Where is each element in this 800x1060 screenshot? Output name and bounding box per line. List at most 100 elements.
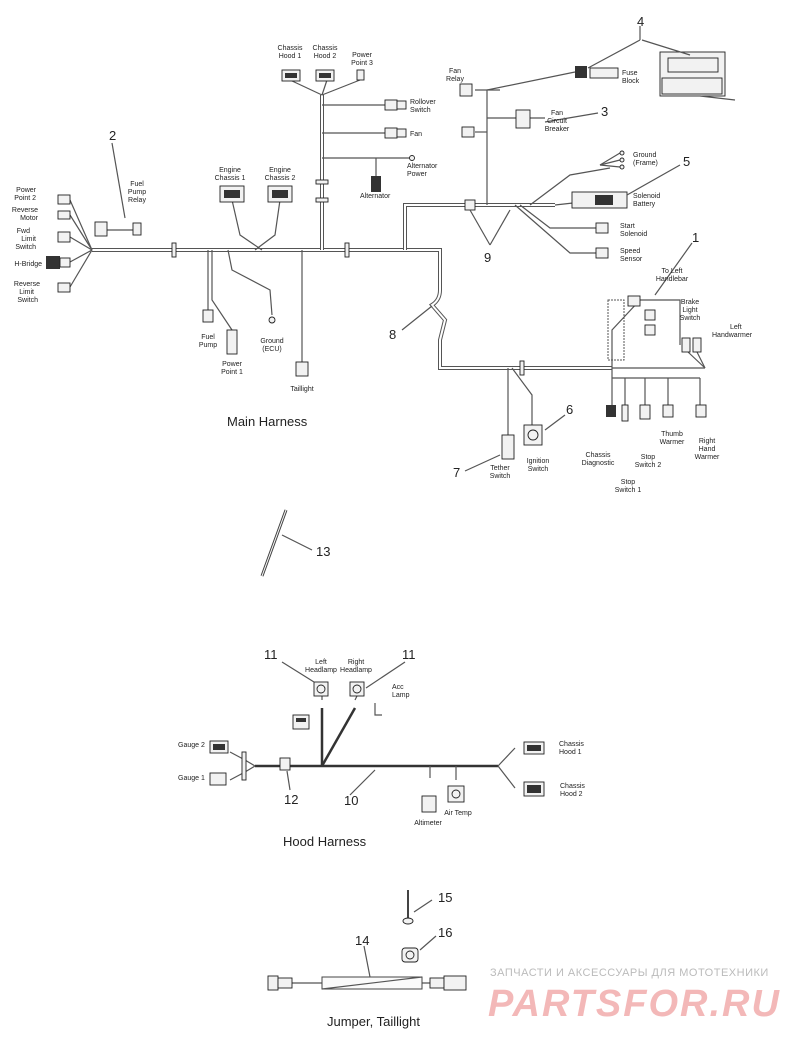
jumper-right-connector [429, 975, 467, 991]
label-alternator: Alternator [360, 193, 391, 200]
callout-8: 8 [389, 327, 396, 342]
power-point-2-connector [57, 194, 71, 205]
label-ground-ecu: Ground(ECU) [260, 338, 283, 353]
alternator-connector [371, 176, 381, 192]
right-headlamp-connector [349, 681, 365, 697]
fan-connector [384, 127, 407, 139]
label-ground-frame: Ground(Frame) [633, 152, 658, 167]
fan-relay-connector [459, 83, 473, 97]
callout-1: 1 [692, 230, 699, 245]
handlebar-connectors [627, 295, 702, 353]
chassis-hood-1-connector [281, 69, 301, 82]
item-13-strap: 13 [260, 509, 330, 577]
engine-chassis-2-connector [267, 185, 293, 203]
callout-2: 2 [109, 128, 116, 143]
start-solenoid-connector [595, 222, 609, 234]
callout-14: 14 [355, 933, 369, 948]
power-point-3-connector [356, 69, 365, 81]
label-air-temp: Air Temp [444, 810, 472, 817]
callout-7: 7 [453, 465, 460, 480]
power-point-1-connector [226, 329, 238, 355]
callout-15: 15 [438, 890, 452, 905]
callout-9: 9 [484, 250, 491, 265]
callout-11-left: 11 [264, 647, 278, 662]
watermark-tagline: ЗАПЧАСТИ И АКСЕССУАРЫ ДЛЯ МОТОТЕХНИКИ [490, 967, 769, 979]
callout-4: 4 [637, 14, 644, 29]
callout-11-right: 11 [402, 647, 416, 662]
thumb-warmer-connector [662, 404, 674, 418]
label-altimeter: Altimeter [414, 820, 442, 827]
watermark-brand: PARTSFOR.RU [488, 983, 781, 1025]
callout-12: 12 [284, 792, 298, 807]
section-title-hood: Hood Harness [283, 834, 367, 849]
fwd-limit-switch-connector [57, 231, 71, 243]
item-15-pin [402, 890, 414, 925]
alternator-power-connector [409, 155, 415, 161]
label-gauge-2: Gauge 2 [178, 742, 205, 749]
solenoid-battery-connector [571, 191, 628, 209]
ground-frame-connectors [619, 150, 625, 170]
h-bridge-connector [46, 256, 71, 269]
gauge-2-connector [209, 740, 229, 754]
right-hand-warmer-connector [695, 404, 707, 418]
item-16-socket [401, 947, 419, 963]
hood-chassis-hood-1-connector [523, 741, 545, 755]
reverse-limit-switch-connector [57, 282, 71, 293]
fuse-block-image [659, 51, 736, 101]
label-taillight: Taillight [290, 386, 313, 393]
jumper-taillight: 15 16 14 Jumper, Taillight [267, 890, 467, 1029]
label-fan: Fan [410, 131, 422, 138]
rollover-switch-connector [384, 99, 407, 111]
left-headlamp-connector [313, 681, 329, 697]
tether-switch-connector [501, 434, 515, 460]
ground-ecu-connector [268, 316, 276, 324]
hood-chassis-hood-2-connector [523, 781, 545, 797]
fan-circuit-breaker-connector [461, 109, 531, 138]
ignition-switch-connector [523, 424, 543, 446]
reverse-motor-connector [57, 210, 71, 220]
speed-sensor-connector [595, 247, 609, 259]
label-h-bridge: H-Bridge [14, 261, 42, 268]
air-temp-connector [447, 785, 465, 803]
chassis-diagnostic-connector [606, 405, 616, 417]
callout-6: 6 [566, 402, 573, 417]
callout-13: 13 [316, 544, 330, 559]
stop-switch-1-connector [621, 404, 629, 422]
jumper-left-connector [267, 975, 293, 991]
